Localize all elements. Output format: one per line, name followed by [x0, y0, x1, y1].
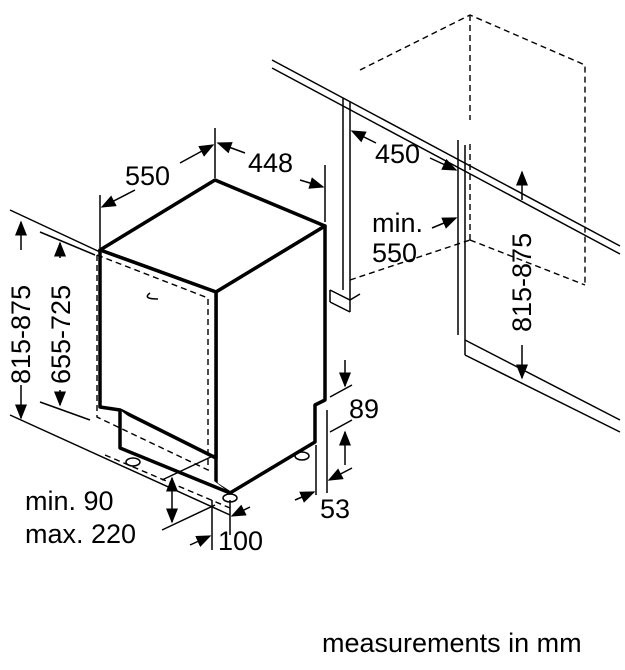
niche-min-depth-line2: 550 [372, 238, 417, 268]
door-handle-icon [146, 292, 159, 300]
dishwasher [96, 178, 327, 509]
niche-dimension-lines [350, 130, 528, 380]
plinth-gap-min-label: min. 90 [25, 486, 114, 516]
depth-label: 550 [125, 161, 170, 191]
door-height-label: 655-725 [46, 285, 76, 384]
plinth-height-label: 89 [349, 394, 379, 424]
plinth-offset-label: 53 [320, 494, 350, 524]
niche-depth-label: 450 [375, 139, 420, 169]
niche-height-label: 815-875 [507, 233, 537, 332]
plinth-gap-max-label: max. 220 [25, 519, 136, 549]
foot-icon [294, 451, 310, 461]
niche-min-depth-line1: min. [372, 208, 423, 238]
kitchen-niche [271, 14, 621, 433]
appliance-dimension-lines [9, 128, 353, 550]
foot-offset-label: 100 [218, 526, 263, 556]
units-note: measurements in mm [322, 628, 582, 658]
total-height-label: 815-875 [6, 285, 36, 384]
foot-icon [125, 457, 141, 467]
width-label: 448 [248, 148, 293, 178]
